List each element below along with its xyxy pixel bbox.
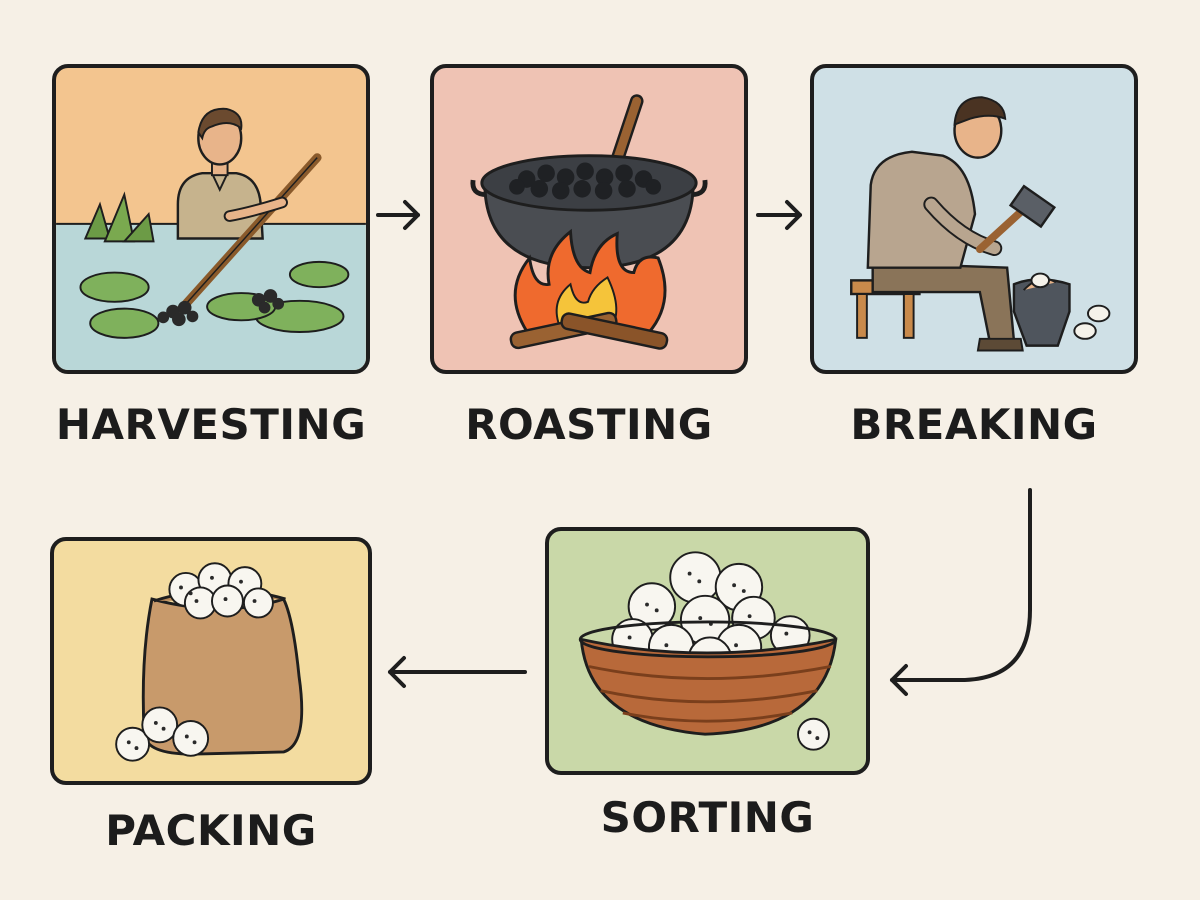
harvester-with-pole-icon [56, 107, 366, 370]
arrow-sorting-to-packing [388, 656, 527, 688]
arrow-breaking-to-sorting [890, 488, 1032, 696]
label-sorting: SORTING [600, 793, 815, 842]
panel-sorting [545, 527, 870, 775]
sack-of-makhana-icon [115, 562, 304, 762]
panel-breaking [810, 64, 1138, 374]
arrow-roasting-to-breaking [756, 200, 802, 230]
panel-roasting [430, 64, 748, 374]
panel-harvesting [52, 64, 370, 374]
label-roasting: ROASTING [465, 400, 713, 449]
arrow-harvesting-to-roasting [376, 200, 420, 230]
label-packing: PACKING [105, 806, 317, 855]
roasting-pot-on-fire-icon [470, 94, 708, 350]
man-hammering-icon [850, 96, 1111, 352]
label-harvesting: HARVESTING [55, 400, 367, 449]
basket-of-makhana-icon [578, 551, 838, 751]
panel-packing [50, 537, 372, 785]
label-breaking: BREAKING [850, 400, 1098, 449]
